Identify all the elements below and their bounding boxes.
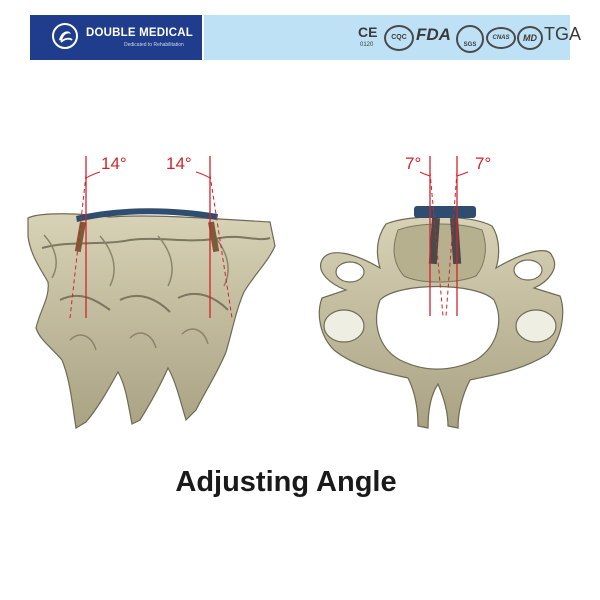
axial-angle-left: 7°	[405, 154, 421, 173]
axial-angle-right: 7°	[475, 154, 491, 173]
sgs-mark: SGS	[456, 25, 484, 53]
lateral-screw-left	[74, 221, 86, 253]
axial-plate	[414, 206, 476, 218]
lateral-angle-right: 14°	[166, 154, 192, 173]
figure-caption: Adjusting Angle	[175, 466, 397, 498]
header-banner: DOUBLE MEDICAL Dedicated to Rehabilitati…	[30, 15, 581, 60]
ce-mark: CE	[358, 24, 378, 40]
cqc-mark: CQC	[384, 25, 414, 51]
cnas-mark: CNAS	[486, 27, 516, 49]
lateral-angle-left: 14°	[101, 154, 127, 173]
lateral-spine-view: 14° 14°	[27, 154, 276, 429]
lateral-plate	[76, 208, 218, 222]
md-mark: MD	[517, 26, 543, 50]
brand-block: DOUBLE MEDICAL Dedicated to Rehabilitati…	[30, 15, 202, 60]
lateral-screw-right	[208, 221, 220, 253]
certification-bar: CE 0120 CQC FDA SGS CNAS MD TGA	[204, 15, 581, 60]
ce-number: 0120	[360, 42, 374, 48]
fda-mark: FDA	[416, 25, 451, 44]
axial-vertebra-view: 7° 7°	[318, 154, 564, 429]
lateral-vertebrae-body	[27, 213, 276, 429]
brand-name: DOUBLE MEDICAL	[86, 27, 193, 39]
tga-mark: TGA	[544, 24, 582, 44]
spinal-canal	[376, 285, 500, 370]
brand-logo-icon	[52, 23, 78, 49]
brand-tagline: Dedicated to Rehabilitation	[124, 42, 184, 48]
